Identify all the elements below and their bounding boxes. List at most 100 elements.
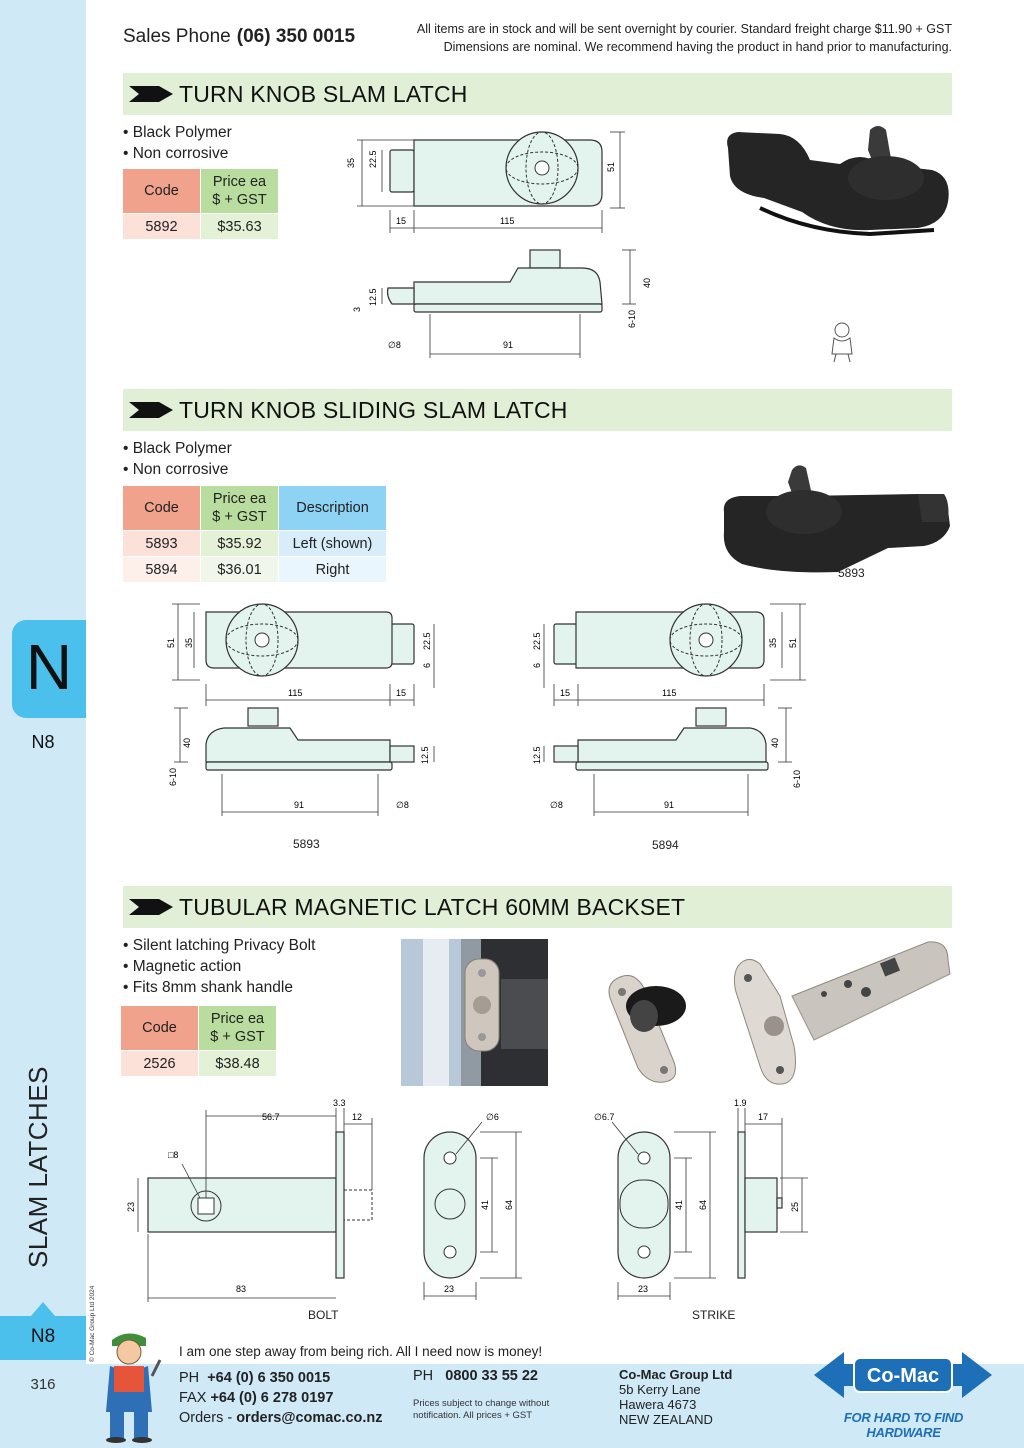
company-address: Co-Mac Group Ltd 5b Kerry Lane Hawera 46… [619, 1367, 732, 1427]
sales-label: Sales Phone [123, 26, 231, 47]
orders-email[interactable]: orders@comac.co.nz [236, 1410, 383, 1426]
dim-label: 12.5 [368, 288, 378, 306]
feature-list: • Black Polymer • Non corrosive [123, 438, 232, 480]
contact-block: PH +64 (0) 6 350 0015 FAX +64 (0) 6 278 … [179, 1368, 383, 1428]
section-header-turn-knob-sliding-slam-latch: TURN KNOB SLIDING SLAM LATCH [123, 389, 952, 431]
product-description: Left (shown) [279, 531, 386, 556]
orders-label: Orders - [179, 1410, 233, 1426]
dim-label: □8 [168, 1150, 178, 1160]
pricing-note-line: notification. All prices + GST [413, 1410, 533, 1421]
dim-label: 6 [532, 663, 542, 668]
latch-bolt-photo [733, 941, 951, 1085]
section-title: TURN KNOB SLIDING SLAM LATCH [179, 397, 568, 423]
price-header-line: Price ea [210, 1011, 265, 1027]
dim-label: 17 [758, 1112, 768, 1122]
product-price: $38.48 [199, 1051, 276, 1076]
dim-label: 6 [422, 663, 432, 668]
table-row: 2526 $38.48 [121, 1051, 276, 1076]
dim-label: 22.5 [368, 150, 378, 168]
product-code: 5894 [123, 557, 200, 582]
table-row: 5892 $35.63 [123, 214, 278, 239]
product-code: 5892 [123, 214, 200, 239]
arrow-icon [129, 402, 173, 418]
dim-label: 23 [444, 1284, 454, 1294]
price-header: Price ea $ + GST [201, 169, 278, 213]
section-title: TURN KNOB SLAM LATCH [179, 81, 468, 107]
dim-label: 35 [184, 638, 194, 648]
feature-list: • Silent latching Privacy Bolt • Magneti… [123, 935, 315, 998]
dim-label: 22.5 [422, 632, 432, 650]
sales-number[interactable]: (06) 350 0015 [236, 26, 356, 47]
dim-label: 22.5 [532, 632, 542, 650]
price-header-line: Price ea [212, 491, 267, 507]
dim-label: 83 [236, 1284, 246, 1294]
price-table: Code Price ea$ + GST 2526 $38.48 [120, 1005, 277, 1077]
dim-label: ∅6 [486, 1112, 499, 1122]
dim-label: 6-10 [792, 770, 802, 788]
dim-label: 91 [503, 340, 513, 350]
dim-label: ∅8 [388, 340, 401, 350]
dim-label: 41 [674, 1200, 684, 1210]
code-header: Code [123, 486, 200, 530]
dim-label: 12.5 [420, 746, 430, 764]
pricing-note: Prices subject to change without notific… [413, 1398, 549, 1422]
dim-label: 91 [294, 800, 304, 810]
latch-5894-drawing: 22.5 6 35 51 15 115 12.5 40 6-10 ∅8 91 [532, 603, 806, 816]
side-rail [0, 0, 86, 1448]
dim-label: 1.9 [734, 1098, 747, 1108]
freephone-block: PH 0800 33 55 22 [413, 1368, 538, 1384]
product-code: 5893 [123, 531, 200, 556]
dim-label: 35 [346, 158, 356, 168]
dim-label: 51 [166, 638, 176, 648]
price-header-line: Price ea [212, 174, 267, 190]
feature-item: • Magnetic action [123, 958, 242, 975]
freephone-number[interactable]: 0800 33 55 22 [445, 1368, 538, 1384]
logo-tagline: FOR HARD TO FIND HARDWARE [843, 1410, 964, 1440]
drawing-caption: 5893 [293, 837, 320, 851]
mascot-illustration [106, 1333, 162, 1443]
product-photo-5892 [727, 126, 949, 237]
dim-label: 40 [770, 738, 780, 748]
section-header-tubular-magnetic-latch: TUBULAR MAGNETIC LATCH 60MM BACKSET [123, 886, 952, 928]
dim-label: 15 [560, 688, 570, 698]
bolt-strike-technical-drawing: 56.7 3.3 12 □8 23 83 ∅6 41 64 23 ∅6.7 41… [126, 1098, 808, 1302]
section-tab: N [12, 620, 86, 718]
dim-label: ∅8 [396, 800, 409, 810]
price-header: Price ea$ + GST [199, 1006, 276, 1050]
dim-label: 115 [500, 216, 514, 226]
comac-logo: Co-Mac [814, 1352, 992, 1398]
price-header-line: $ + GST [212, 509, 267, 525]
product-price: $36.01 [201, 557, 278, 582]
dim-label: 115 [662, 688, 676, 698]
dim-label: 12 [352, 1112, 362, 1122]
feature-item: • Black Polymer [123, 124, 232, 141]
pricing-note-line: Prices subject to change without [413, 1398, 550, 1409]
dim-label: 51 [788, 638, 798, 648]
dim-label: 25 [790, 1202, 800, 1212]
dim-label: 56.7 [262, 1112, 280, 1122]
strike-plate-photo [608, 975, 686, 1083]
phone-number[interactable]: +64 (0) 6 350 0015 [207, 1370, 331, 1386]
dim-label: 15 [396, 216, 406, 226]
address-line: Hawera 4673 [619, 1397, 697, 1412]
dim-label: 23 [638, 1284, 648, 1294]
price-header-line: $ + GST [212, 192, 267, 208]
address-line: NEW ZEALAND [619, 1412, 713, 1427]
logo-text: Co-Mac [867, 1365, 939, 1387]
section-code: N8 [31, 732, 55, 752]
feature-item: • Black Polymer [123, 440, 232, 457]
page-badge-label: N8 [30, 1326, 56, 1347]
product-photo-5893 [723, 465, 950, 573]
table-row: 5893 $35.92 Left (shown) [123, 531, 386, 556]
page-badge: N8 [0, 1316, 86, 1360]
sales-phone: Sales Phone(06) 350 0015 [123, 26, 355, 48]
badge-pointer [31, 1302, 55, 1316]
dim-label: 40 [182, 738, 192, 748]
feature-item: • Non corrosive [123, 461, 229, 478]
installed-latch-photo [401, 939, 548, 1086]
dim-label: ∅8 [550, 800, 563, 810]
dim-label: 15 [396, 688, 406, 698]
dim-label: 23 [126, 1202, 136, 1212]
feature-item: • Silent latching Privacy Bolt [123, 937, 316, 954]
arrow-icon [129, 899, 173, 915]
